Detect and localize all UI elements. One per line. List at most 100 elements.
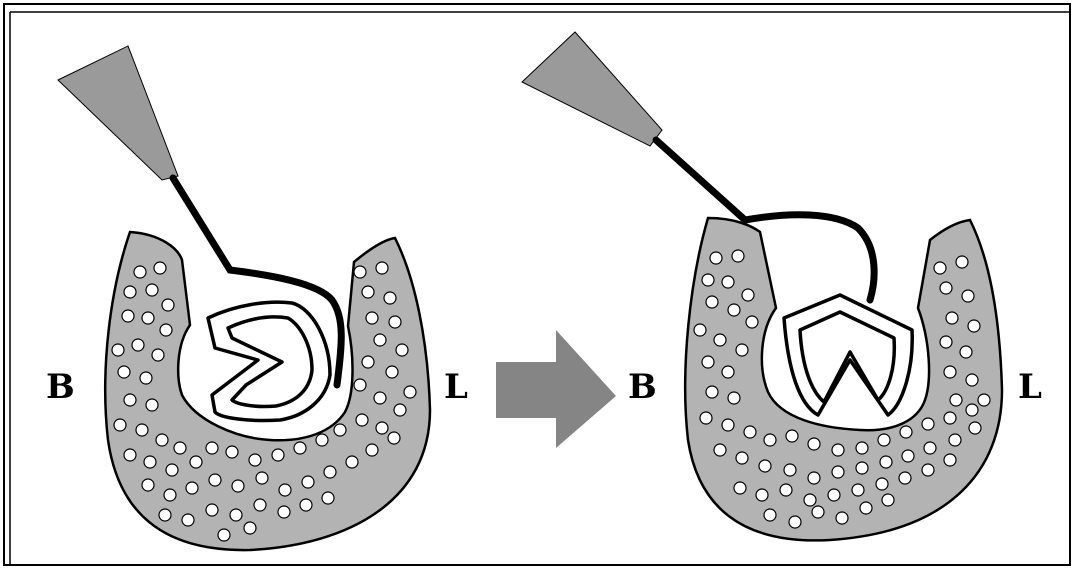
bone-pore (112, 344, 124, 356)
bone-pore (732, 250, 744, 262)
bone-pore (702, 356, 714, 368)
bone-pore (978, 394, 990, 406)
bone-pore (366, 312, 378, 324)
bone-pore (960, 346, 972, 358)
bone-pore (156, 434, 168, 446)
bone-pore (140, 372, 152, 384)
bone-pore (722, 366, 734, 378)
bone-pore (828, 489, 840, 501)
bone-pore (354, 379, 366, 391)
bone-pore (232, 480, 244, 492)
bone-pore (946, 312, 958, 324)
bone-pore (324, 466, 336, 478)
bone-pore (206, 504, 218, 516)
bone-pore (142, 312, 154, 324)
bone-pore (144, 456, 156, 468)
bone-pore (354, 266, 366, 278)
bone-pore (118, 366, 130, 378)
bone-pore (700, 412, 712, 424)
bone-pore (272, 449, 284, 461)
bone-pore (966, 374, 978, 386)
bone-pore (396, 344, 408, 356)
bone-pore (734, 482, 746, 494)
bone-pore (878, 434, 890, 446)
bone-pore (706, 296, 718, 308)
left-lingual-label: L (444, 367, 468, 407)
bone-pore (160, 324, 172, 336)
bone-pore (694, 324, 706, 336)
right-buccal-label: B (628, 367, 657, 407)
bone-pore (944, 366, 956, 378)
bone-pore (182, 514, 194, 526)
bone-pore (876, 478, 888, 490)
bone-pore (362, 286, 374, 298)
bone-pore (944, 454, 956, 466)
bone-pore (226, 446, 238, 458)
bone-pore (714, 444, 726, 456)
bone-pore (764, 434, 776, 446)
bone-pore (136, 424, 148, 436)
bone-pore (256, 472, 268, 484)
bone-pore (230, 509, 242, 521)
bone-pore (968, 320, 980, 332)
bone-pore (962, 290, 974, 302)
bone-pore (394, 404, 406, 416)
bone-pore (966, 404, 978, 416)
bone-pore (190, 456, 202, 468)
bone-pore (389, 316, 401, 328)
bone-pore (374, 334, 386, 346)
bone-pore (764, 509, 776, 521)
bone-pore (356, 414, 368, 426)
bone-pore (899, 472, 911, 484)
bone-pore (124, 394, 136, 406)
bone-pore (856, 462, 868, 474)
bone-pore (969, 422, 981, 434)
bone-pore (384, 292, 396, 304)
bone-pore (728, 304, 740, 316)
bone-pore (880, 456, 892, 468)
bone-pore (386, 366, 398, 378)
bone-pore (174, 442, 186, 454)
bone-pore (722, 419, 734, 431)
bone-pore (956, 256, 968, 268)
bone-pore (832, 466, 844, 478)
bone-pore (376, 262, 388, 274)
bone-pore (376, 422, 388, 434)
bone-pore (736, 344, 748, 356)
bone-pore (860, 502, 872, 514)
bone-pore (249, 454, 261, 466)
bone-pore (404, 386, 416, 398)
bone-pore (294, 442, 306, 454)
bone-pore (209, 474, 221, 486)
bone-pore (852, 484, 864, 496)
bone-pore (124, 449, 136, 461)
bone-pore (789, 516, 801, 528)
bone-pore (162, 299, 174, 311)
bone-pore (944, 412, 956, 424)
bone-pore (856, 442, 868, 454)
bone-pore (362, 356, 374, 368)
bone-pore (902, 450, 914, 462)
bone-pore (924, 442, 936, 454)
bone-pore (114, 419, 126, 431)
bone-pore (388, 432, 400, 444)
bone-pore (218, 529, 230, 541)
left-buccal-label: B (46, 367, 75, 407)
bone-pore (346, 456, 358, 468)
right-lingual-label: L (1018, 367, 1042, 407)
bone-pore (316, 434, 328, 446)
bone-pore (254, 499, 266, 511)
bone-pore (122, 310, 134, 322)
bone-pore (934, 262, 946, 274)
bone-pore (742, 289, 754, 301)
bone-pore (836, 512, 848, 524)
bone-pore (302, 476, 314, 488)
bone-pore (746, 316, 758, 328)
bone-pore (146, 399, 158, 411)
bone-pore (756, 489, 768, 501)
bone-pore (780, 484, 792, 496)
bone-pore (142, 479, 154, 491)
bone-pore (374, 392, 386, 404)
bone-pore (164, 489, 176, 501)
bone-pore (900, 426, 912, 438)
